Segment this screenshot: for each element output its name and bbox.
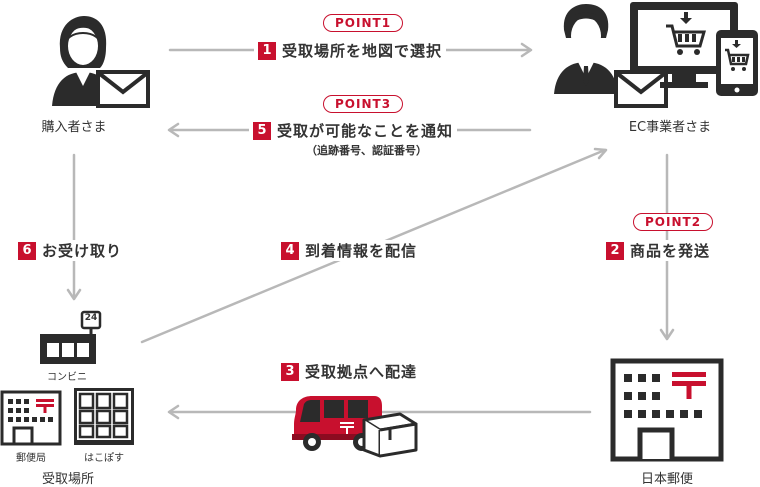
- convenience-label: コンビニ: [47, 372, 87, 383]
- step3-text: 受取拠点へ配達: [305, 363, 418, 381]
- step6-text: お受け取り: [42, 242, 123, 260]
- point2-badge: POINT2: [633, 213, 714, 231]
- hakopos-locker-icon: [74, 388, 134, 445]
- store-hours-text: 24: [84, 313, 98, 323]
- japan-post-building-icon: [610, 358, 724, 462]
- post-office-icon: [0, 390, 62, 446]
- step1-text: 受取場所を地図で選択: [282, 42, 443, 60]
- mail-envelope-icon: [96, 70, 150, 108]
- step3-number: 3: [281, 362, 299, 381]
- pickup-location-label: 受取場所: [41, 472, 94, 487]
- convenience-store-icon: [40, 310, 102, 364]
- step4-number: 4: [281, 241, 299, 260]
- step3-label: 3 受取拠点へ配達: [277, 361, 422, 382]
- step5-number: 5: [253, 121, 271, 140]
- point1-badge: POINT1: [323, 14, 404, 32]
- ec-person-icon: [554, 4, 618, 94]
- hakopos-label: はこぽす: [84, 453, 124, 464]
- step4-label: 4 到着情報を配信: [277, 240, 422, 261]
- step2-text: 商品を発送: [630, 242, 711, 260]
- buyer-label: 購入者さま: [41, 120, 107, 135]
- step6-label: 6 お受け取り: [14, 240, 127, 261]
- step6-number: 6: [18, 241, 36, 260]
- monitor-cart-icon: [630, 2, 758, 96]
- japan-post-label: 日本郵便: [640, 472, 693, 487]
- buyer-person-icon: [52, 16, 114, 106]
- step5-note: （追跡番号、認証番号）: [306, 144, 427, 157]
- point3-badge: POINT3: [323, 95, 404, 113]
- post-office-label: 郵便局: [16, 453, 46, 464]
- step2-label: 2 商品を発送: [602, 240, 715, 261]
- step5-label: 5 受取が可能なことを通知: [249, 120, 458, 141]
- step4-text: 到着情報を配信: [305, 242, 418, 260]
- delivery-van-icon: [292, 396, 418, 458]
- step1-number: 1: [258, 41, 276, 60]
- ec-label: EC事業者さま: [628, 120, 712, 135]
- step2-number: 2: [606, 241, 624, 260]
- step5-text: 受取が可能なことを通知: [277, 122, 454, 140]
- step1-label: 1 受取場所を地図で選択: [254, 40, 447, 61]
